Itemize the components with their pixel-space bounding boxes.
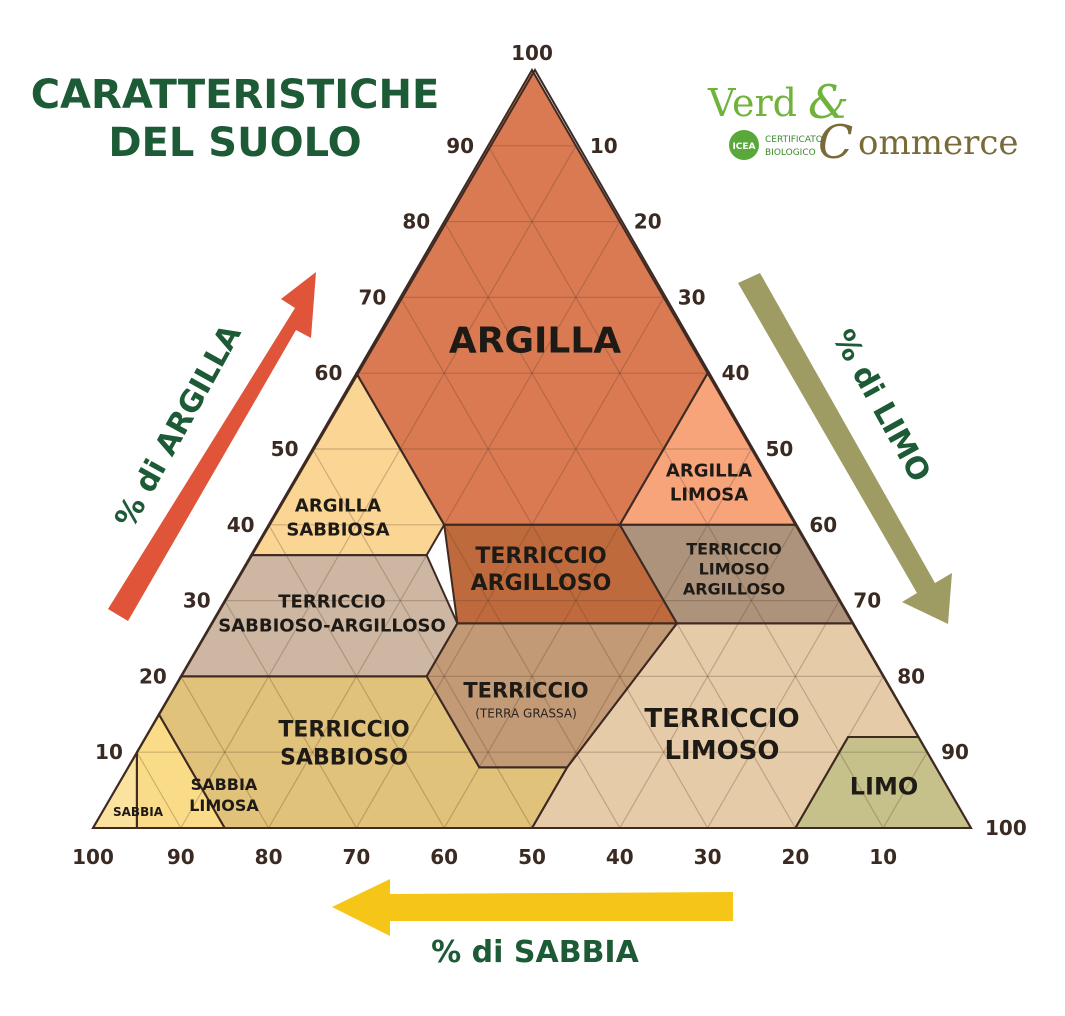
grid-line <box>136 751 182 828</box>
clay-tick: 50 <box>271 437 299 461</box>
grid-line <box>882 751 928 828</box>
grid-line <box>707 600 840 828</box>
sand-tick: 40 <box>606 845 634 869</box>
grid-line <box>487 145 884 828</box>
silt-tick: 40 <box>722 361 750 385</box>
sand-tick: 70 <box>342 845 370 869</box>
grid-line <box>180 676 270 828</box>
silt-tick: 70 <box>853 589 881 613</box>
region-label-argilla-sabbiosa: ARGILLA <box>295 495 381 516</box>
sand-tick: 60 <box>430 845 458 869</box>
region-label-terriccio-limoso-argilloso: ARGILLOSO <box>683 580 785 599</box>
sand-tick: 90 <box>167 845 195 869</box>
clay-tick: 40 <box>227 513 255 537</box>
logo-c-letter: C <box>818 115 853 169</box>
region-label-terriccio: TERRICCIO <box>463 678 588 702</box>
grid-line <box>224 600 357 828</box>
region-label-terriccio-sabbioso-argilloso: SABBIOSO-ARGILLOSO <box>218 615 446 636</box>
region-label-sabbia-limosa: SABBIA <box>191 775 258 794</box>
icea-badge-text: ICEA <box>732 142 755 152</box>
region-terriccio-limoso-argilloso <box>619 524 853 624</box>
clay-tick: 90 <box>446 134 474 158</box>
region-terriccio-limoso <box>532 623 919 828</box>
region-label-argilla-limosa: LIMOSA <box>670 484 748 505</box>
cert-line2: BIOLOGICO <box>765 148 816 158</box>
grid-line <box>180 145 577 828</box>
region-terriccio <box>426 623 677 768</box>
clay-arrow-shape <box>108 272 316 621</box>
silt-arrow-shape <box>738 273 952 624</box>
region-argilla <box>356 70 708 525</box>
clay-tick: 70 <box>358 285 386 309</box>
region-label-terriccio-sabbioso: SABBIOSO <box>280 746 408 771</box>
region-label-terriccio-limoso-argilloso: LIMOSO <box>699 560 770 579</box>
grid-lines <box>136 145 928 828</box>
sand-tick: 100 <box>72 845 114 869</box>
region-terriccio-argilloso <box>444 524 677 624</box>
clay-tick: 80 <box>402 210 430 234</box>
region-label-terriccio-limoso: TERRICCIO <box>644 704 799 734</box>
icea-badge-icon <box>729 130 759 160</box>
region-label-argilla-sabbiosa: SABBIOSA <box>286 519 389 540</box>
region-label-sabbia: SABBIA <box>113 805 164 819</box>
region-label-terriccio-argilloso: ARGILLOSO <box>471 571 612 596</box>
sand-tick: 20 <box>781 845 809 869</box>
grid-line <box>399 297 709 828</box>
logo-brand-amp: & <box>808 75 849 129</box>
regions-layer <box>93 70 971 828</box>
region-sublabel-terriccio: (TERRA GRASSA) <box>475 706 577 720</box>
page-title-line2: DEL SUOLO <box>108 120 362 166</box>
region-label-terriccio-sabbioso: TERRICCIO <box>278 718 409 743</box>
clay-tick: 20 <box>139 664 167 688</box>
region-label-argilla-limosa: ARGILLA <box>666 460 752 481</box>
sand-tick: 10 <box>869 845 897 869</box>
clay-tick: 100 <box>511 41 553 65</box>
silt-tick: 80 <box>897 664 925 688</box>
sand-arrow-shape <box>332 879 733 936</box>
region-sabbia-limosa <box>136 714 225 828</box>
region-label-terriccio-sabbioso-argilloso: TERRICCIO <box>278 591 385 612</box>
sand-axis-title: % di SABBIA <box>431 935 639 970</box>
clay-tick: 10 <box>95 740 123 764</box>
clay-tick: 60 <box>315 361 343 385</box>
logo-brand-left: Verd <box>707 81 797 125</box>
region-argilla-sabbiosa <box>251 373 445 556</box>
grid-line <box>355 297 665 828</box>
region-label-limo: LIMO <box>850 772 919 800</box>
sand-tick: 50 <box>518 845 546 869</box>
silt-tick: 10 <box>590 134 618 158</box>
clay-tick: 30 <box>183 589 211 613</box>
grid-line <box>311 448 533 828</box>
region-label-terriccio-argilloso: TERRICCIO <box>475 544 606 569</box>
sand-tick: 30 <box>694 845 722 869</box>
silt-tick: 50 <box>766 437 794 461</box>
region-labels: ARGILLA ARGILLA LIMOSA ARGILLA SABBIOSA TERRI… <box>113 321 918 820</box>
verde-commerce-logo: Verd & ommerce C ICEA CERTIFICATO BIOLOG… <box>707 75 1019 169</box>
clay-arrow <box>108 272 316 621</box>
region-limo <box>795 737 971 828</box>
axis-ticks: 10 20 30 40 50 60 70 80 90 100 10 20 30 40 50 60 70 80 90 1… <box>72 41 1027 869</box>
silt-arrow <box>738 273 952 624</box>
silt-tick: 100 <box>985 816 1027 840</box>
silt-tick: 90 <box>941 740 969 764</box>
logo-brand-right: ommerce <box>858 123 1019 163</box>
page-title-line1: CARATTERISTICHE <box>30 72 440 118</box>
region-label-sabbia-limosa: LIMOSA <box>189 796 259 815</box>
region-label-terriccio-limoso-argilloso: TERRICCIO <box>686 540 781 559</box>
region-argilla-limosa <box>619 373 796 525</box>
silt-tick: 20 <box>634 210 662 234</box>
region-terriccio-sabbioso <box>158 676 568 828</box>
cert-line1: CERTIFICATO <box>765 135 823 145</box>
silt-tick: 30 <box>678 285 706 309</box>
silt-tick: 60 <box>809 513 837 537</box>
grid-line <box>619 524 796 828</box>
region-label-terriccio-limoso: LIMOSO <box>664 736 779 766</box>
triangle-border <box>91 68 973 829</box>
silt-axis-title: % di LIMO <box>825 324 937 488</box>
region-terriccio-sabbioso-argilloso <box>180 555 458 677</box>
region-label-argilla: ARGILLA <box>449 321 621 362</box>
sand-arrow <box>332 879 733 936</box>
sand-tick: 80 <box>255 845 283 869</box>
